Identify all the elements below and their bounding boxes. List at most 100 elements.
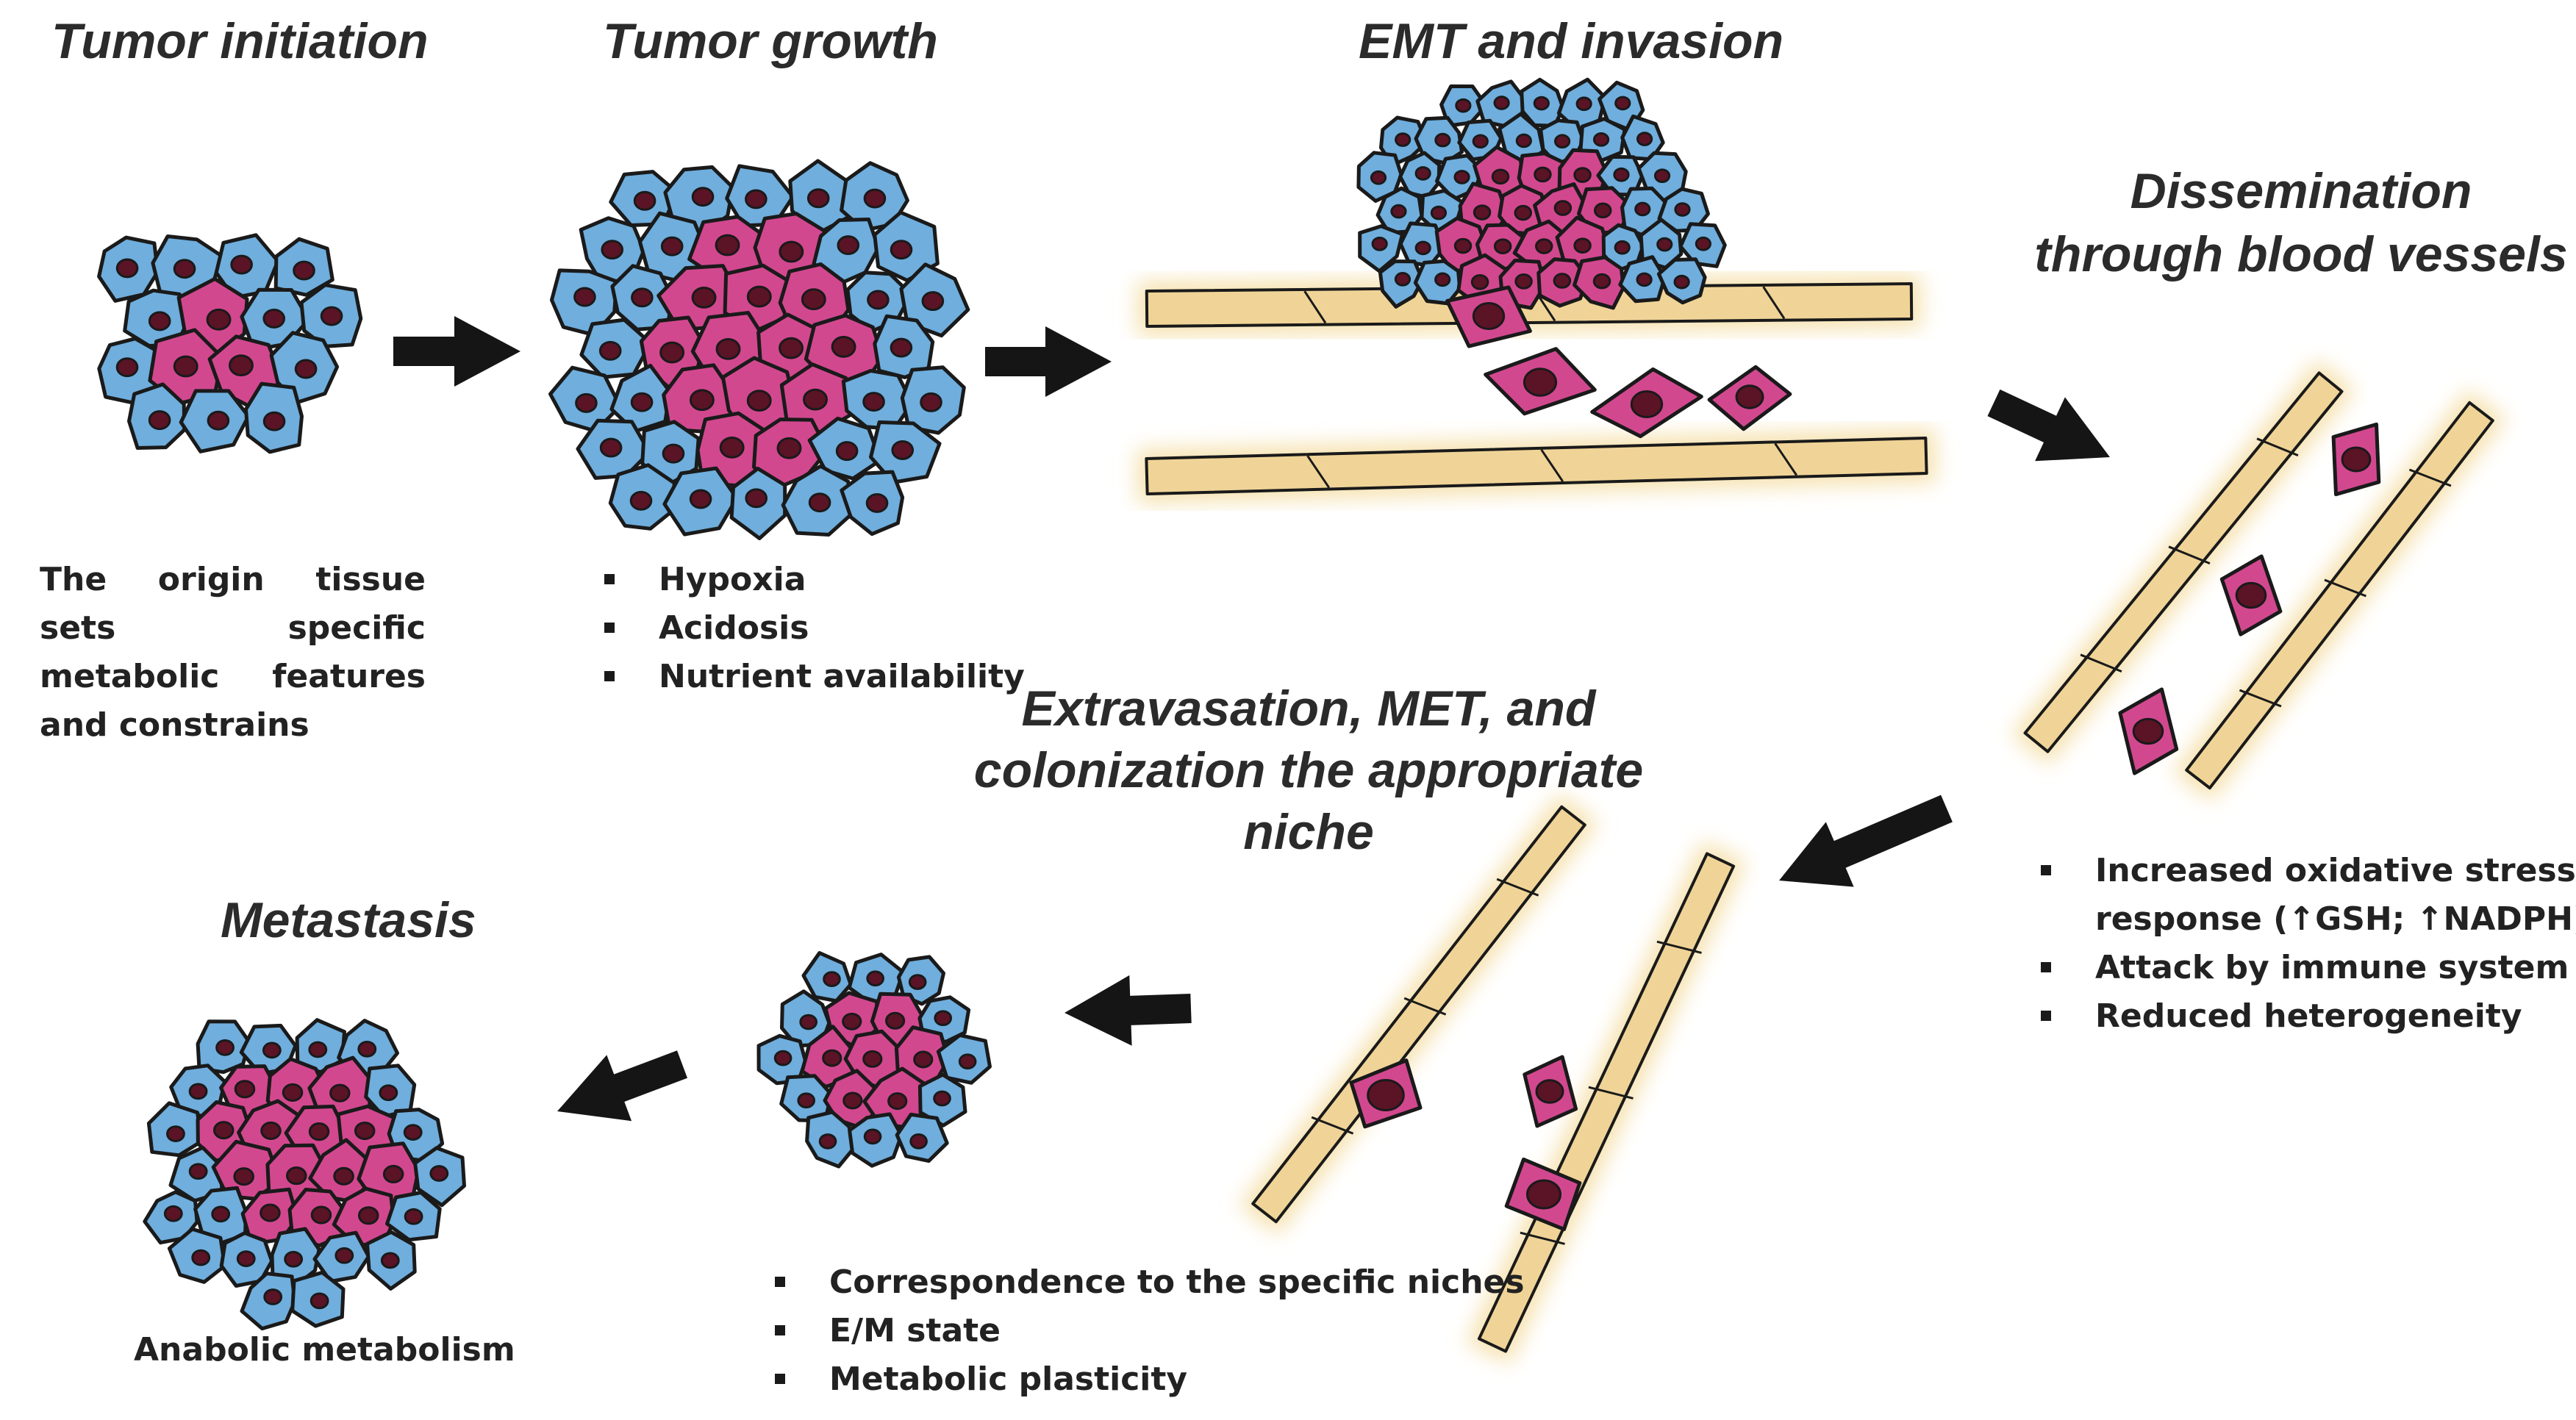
cell-nucleus <box>1523 367 1558 397</box>
vessel-joint <box>1520 1231 1565 1245</box>
cell-nucleus <box>382 1164 404 1184</box>
cell-nucleus <box>233 1167 254 1186</box>
stage-title-extravasation: Extravasation, MET, and colonization the… <box>948 678 1669 863</box>
vessel-joint <box>1496 878 1539 897</box>
metastasis-cell-cluster <box>143 1018 466 1331</box>
cell-nucleus <box>1473 204 1492 220</box>
cell-nucleus <box>921 291 945 312</box>
growth-bullet-list: Hypoxia Acidosis Nutrient availability <box>598 556 1025 701</box>
flow-arrow-1 <box>393 316 520 387</box>
cell-nucleus <box>803 388 828 411</box>
stage-title-emt-invasion: EMT and invasion <box>1359 13 1784 69</box>
extravasation-blood-vessel <box>1239 793 1747 1364</box>
vessel-joint <box>1306 455 1331 489</box>
cell-nucleus <box>773 1050 793 1066</box>
cell-nucleus <box>1535 1079 1564 1104</box>
cell-nucleus <box>863 188 887 209</box>
cell-nucleus <box>262 1041 282 1059</box>
vessel-joint <box>2080 653 2122 673</box>
cell-nucleus <box>779 240 804 263</box>
cell-nucleus <box>1491 168 1510 185</box>
cell-nucleus <box>629 490 653 511</box>
flow-arrow-4 <box>1779 795 1953 887</box>
cell-nucleus <box>1634 201 1651 217</box>
cell-nucleus <box>294 359 318 379</box>
cell-nucleus <box>831 335 856 358</box>
extravasation-bullet-list: Correspondence to the specific niches E/… <box>769 1258 1525 1404</box>
cell-nucleus <box>745 488 768 509</box>
cell-nucleus <box>1636 272 1653 287</box>
cell-nucleus <box>920 392 942 412</box>
cell-nucleus <box>745 189 768 209</box>
cell-nucleus <box>867 290 890 310</box>
cell-nucleus <box>909 1133 928 1150</box>
cell-nucleus <box>1553 200 1573 216</box>
cell-nucleus <box>236 1250 256 1268</box>
cell-nucleus <box>575 392 598 413</box>
cell-nucleus <box>207 410 230 431</box>
dissemination-bullet-list: Increased oxidative stress response (↑GS… <box>2035 847 2576 1041</box>
dissemination-bullet-item: Increased oxidative stress <box>2035 847 2576 895</box>
cell-nucleus <box>933 1090 951 1107</box>
initiation-description: The origin tissue sets specific metaboli… <box>40 561 426 744</box>
cell-nucleus <box>573 287 596 307</box>
cell-nucleus <box>890 337 913 358</box>
vessel-wall <box>2185 401 2494 790</box>
metastasis-description: Anabolic metabolism <box>134 1331 515 1369</box>
cell-nucleus <box>1614 240 1631 255</box>
cell-nucleus <box>1613 167 1630 182</box>
cell-nucleus <box>660 236 684 257</box>
cell-nucleus <box>598 340 622 361</box>
cell-nucleus <box>173 259 196 279</box>
cell-nucleus <box>1554 134 1571 149</box>
cell-nucleus <box>779 337 804 359</box>
cell-nucleus <box>865 492 889 513</box>
cell-nucleus <box>148 311 171 331</box>
vessel-joint <box>2324 578 2367 598</box>
cell-nucleus <box>1636 132 1653 146</box>
vessel-joint <box>1762 286 1786 320</box>
cell-nucleus <box>148 410 171 431</box>
cell-nucleus <box>689 489 712 509</box>
cell-nucleus <box>212 1121 235 1140</box>
cell-nucleus <box>163 1205 183 1222</box>
cell-nucleus <box>1414 166 1431 181</box>
cell-nucleus <box>1592 132 1610 147</box>
vessel-joint <box>1774 442 1798 476</box>
cell-nucleus <box>1575 96 1592 112</box>
cell-nucleus <box>211 1205 231 1223</box>
cell-nucleus <box>822 1049 842 1067</box>
cell-nucleus <box>206 308 232 331</box>
cell-nucleus <box>715 338 741 360</box>
cell-nucleus <box>1472 302 1506 330</box>
cell-nucleus <box>188 1083 208 1100</box>
cell-nucleus <box>293 260 315 281</box>
cell-nucleus <box>1455 98 1472 113</box>
cell-nucleus <box>1695 236 1711 251</box>
cell-nucleus <box>630 392 654 412</box>
cell-nucleus <box>260 1121 282 1140</box>
cell-nucleus <box>260 1203 281 1222</box>
cell-nucleus <box>746 390 772 412</box>
flow-arrow-5 <box>1065 975 1192 1046</box>
cell-nucleus <box>1370 170 1387 185</box>
cell-nucleus <box>913 1050 934 1069</box>
flow-arrow-3 <box>1987 389 2110 462</box>
vessel-joint <box>1656 940 1702 954</box>
cell-nucleus <box>862 392 885 412</box>
cell-nucleus <box>285 1166 307 1186</box>
cell-nucleus <box>866 970 884 987</box>
vessel-joint <box>2408 468 2452 487</box>
cell-nucleus <box>228 354 254 377</box>
cell-nucleus <box>958 1053 977 1070</box>
cell-nucleus <box>263 1288 283 1305</box>
vessel-joint <box>1540 449 1564 482</box>
cell-nucleus <box>715 234 740 257</box>
cell-nucleus <box>1593 202 1612 219</box>
arrow-shape <box>1779 795 1953 887</box>
growth-bullet-item: Acidosis <box>598 604 1025 653</box>
cell-nucleus <box>837 235 860 256</box>
cell-nucleus <box>691 187 715 207</box>
cell-nucleus <box>1434 272 1451 287</box>
